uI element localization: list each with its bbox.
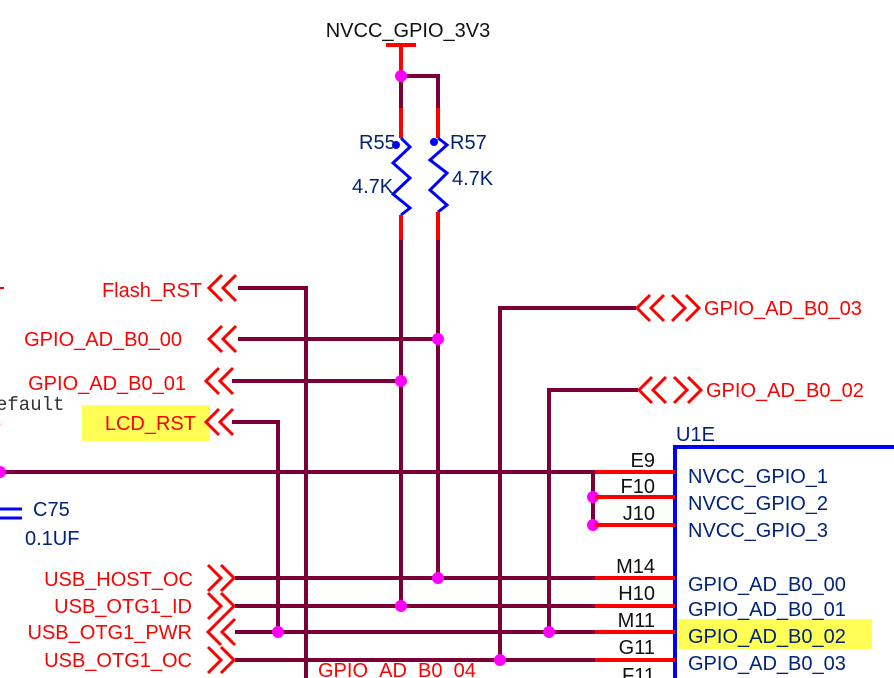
port-label: Flash_RST bbox=[102, 280, 202, 302]
junction-dot bbox=[543, 626, 555, 638]
junction-dot bbox=[494, 654, 506, 666]
port-output-arrow-icon bbox=[203, 366, 235, 396]
junction-dot bbox=[432, 572, 444, 584]
port-output-arrow-icon bbox=[206, 324, 238, 354]
junction-dot bbox=[395, 375, 407, 387]
r57-body bbox=[427, 136, 450, 214]
port-output-arrow-icon bbox=[206, 273, 238, 303]
pin-name: NVCC_GPIO_3 bbox=[688, 520, 828, 542]
wire-r57-top bbox=[401, 74, 440, 108]
ic-pins bbox=[595, 470, 675, 662]
pin-number: G11 bbox=[619, 637, 655, 659]
pin-number: M14 bbox=[616, 556, 655, 578]
r57-ref: R57 bbox=[450, 132, 487, 154]
port-gpio-ad-b0-02[interactable]: GPIO_AD_B0_02 bbox=[636, 375, 864, 405]
port-label: GPIO_AD_B0_02 bbox=[706, 380, 864, 402]
port-label: GPIO_AD_B0_01 bbox=[28, 373, 186, 395]
port-lcd-rst[interactable]: LCD_RST bbox=[105, 407, 235, 437]
pin-number: H10 bbox=[618, 583, 655, 605]
ic-body bbox=[673, 445, 894, 678]
port-input-arrow-icon bbox=[206, 591, 237, 621]
ic-pin-numbers: E9 F10 J10 M14 H10 M11 G11 F11 bbox=[616, 450, 655, 678]
port-gpio-ad-b0-03[interactable]: GPIO_AD_B0_03 bbox=[634, 293, 862, 323]
junction-dot bbox=[587, 491, 599, 503]
port-input-arrow-icon bbox=[206, 645, 237, 675]
port-usb-otg1-pwr[interactable]: USB_OTG1_PWR bbox=[28, 617, 237, 647]
port-bidirectional-icon bbox=[634, 293, 702, 323]
r55-body bbox=[390, 136, 413, 217]
port-flash-rst[interactable]: Flash_RST bbox=[102, 273, 238, 303]
pin-name: GPIO_AD_B0_00 bbox=[688, 574, 846, 596]
gpio-ad-b0-02-highlight bbox=[677, 619, 872, 649]
port-label: USB_OTG1_ID bbox=[54, 596, 192, 618]
pin-name: GPIO_AD_B0_03 bbox=[688, 653, 846, 675]
pin-name: GPIO_AD_B0_01 bbox=[688, 599, 846, 621]
junction-dot bbox=[587, 519, 599, 531]
junction-dot bbox=[272, 626, 284, 638]
brace-fragment: } bbox=[0, 413, 1, 435]
port-usb-host-oc[interactable]: USB_HOST_OC bbox=[44, 563, 237, 593]
port-label: USB_OTG1_OC bbox=[44, 650, 192, 672]
pin-number: E9 bbox=[631, 450, 655, 472]
pin-name: GPIO_AD_B0_02 bbox=[688, 626, 846, 648]
port-label: USB_OTG1_PWR bbox=[28, 622, 192, 644]
port-bidirectional-icon bbox=[636, 375, 704, 405]
port-label: GPIO_AD_B0_00 bbox=[24, 329, 182, 351]
port-input-arrow-icon bbox=[206, 563, 237, 593]
net-label-gpio-ad-b0-04: GPIO_AD_B0_04 bbox=[318, 660, 476, 678]
port-label: USB_HOST_OC bbox=[44, 569, 193, 591]
wire-gpio-03 bbox=[498, 306, 636, 660]
r55-ref: R55 bbox=[359, 132, 396, 154]
default-text-fragment: efault bbox=[0, 394, 64, 416]
junction-dot bbox=[395, 600, 407, 612]
pin-number: F10 bbox=[621, 476, 655, 498]
port-label: LCD_RST bbox=[105, 413, 196, 435]
c75-value: 0.1UF bbox=[25, 528, 79, 550]
ic-pin-names: NVCC_GPIO_1 NVCC_GPIO_2 NVCC_GPIO_3 GPIO… bbox=[688, 466, 846, 675]
c75-ref: C75 bbox=[33, 499, 70, 521]
r55-pin1-marker bbox=[392, 141, 400, 149]
r57-value: 4.7K bbox=[452, 168, 494, 190]
pin-number: M11 bbox=[618, 610, 655, 632]
r55-value: 4.7K bbox=[352, 176, 394, 198]
junction-dot bbox=[0, 466, 6, 478]
pin-number: J10 bbox=[623, 503, 655, 525]
junction-dot bbox=[395, 70, 407, 82]
lcd-rst-highlight bbox=[82, 405, 210, 441]
port-gpio-ad-b0-01[interactable]: GPIO_AD_B0_01 bbox=[28, 366, 235, 396]
port-output-arrow-icon bbox=[205, 617, 237, 647]
port-usb-otg1-id[interactable]: USB_OTG1_ID bbox=[54, 591, 237, 621]
wire-lcd-rst bbox=[232, 420, 280, 632]
junctions bbox=[0, 70, 599, 666]
port-label: GPIO_AD_B0_03 bbox=[704, 298, 862, 320]
power-label: NVCC_GPIO_3V3 bbox=[326, 20, 491, 42]
pin-number: F11 bbox=[622, 665, 655, 678]
r57-pin1-marker bbox=[430, 138, 438, 146]
port-gpio-ad-b0-00[interactable]: GPIO_AD_B0_00 bbox=[24, 324, 238, 354]
ic-ref: U1E bbox=[676, 424, 715, 446]
port-usb-otg1-oc[interactable]: USB_OTG1_OC bbox=[44, 645, 237, 675]
port-output-arrow-icon bbox=[203, 407, 235, 437]
wire-flash-rst bbox=[238, 286, 308, 678]
junction-dot bbox=[432, 333, 444, 345]
wire-gpio-02 bbox=[547, 388, 638, 632]
pin-name: NVCC_GPIO_1 bbox=[688, 466, 828, 488]
pin-name: NVCC_GPIO_2 bbox=[688, 493, 828, 515]
